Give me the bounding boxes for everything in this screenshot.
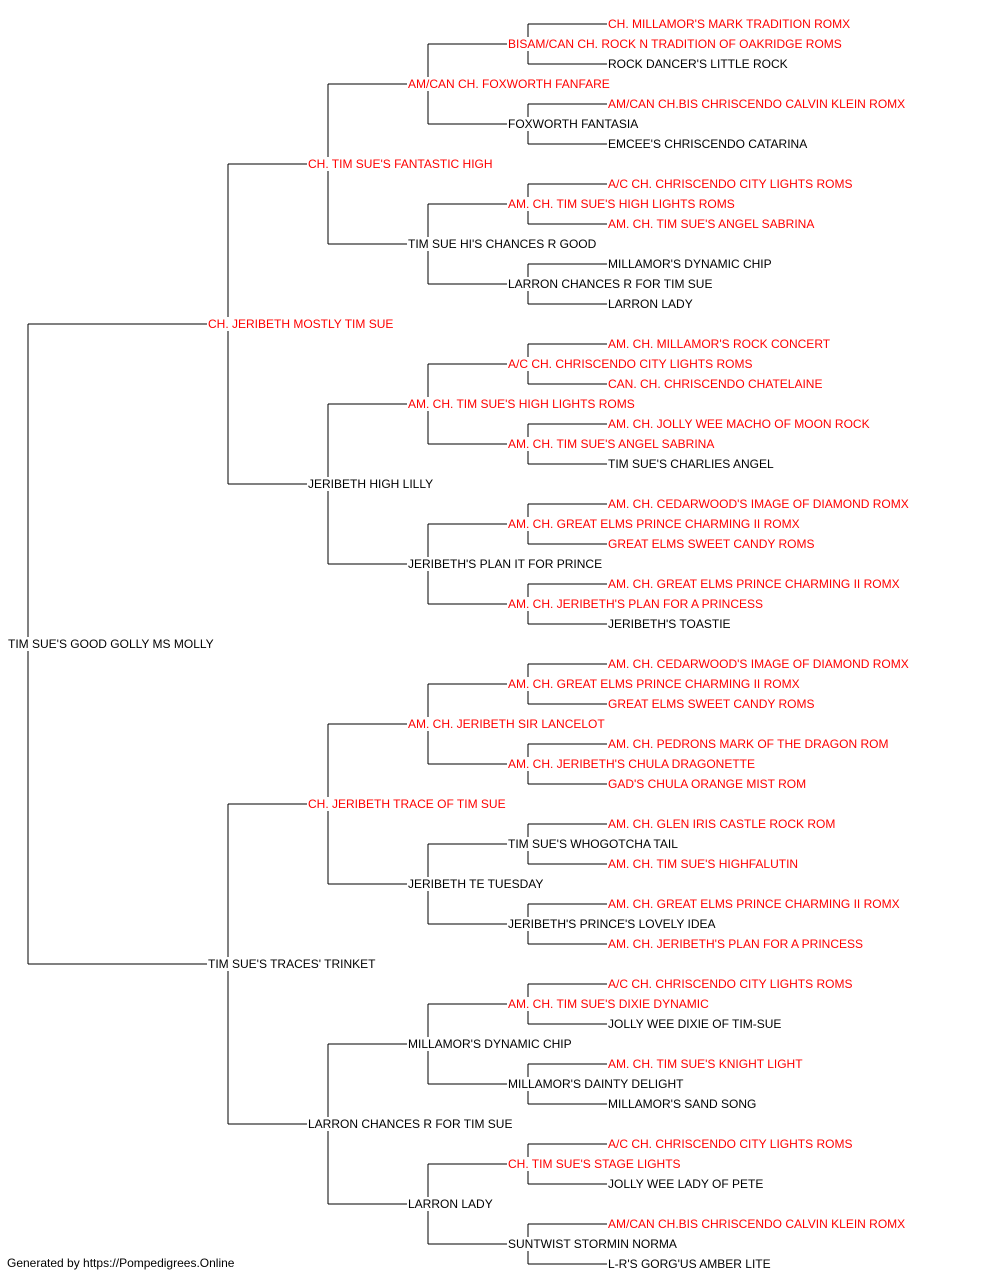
ancestor-name-gen4: SUNTWIST STORMIN NORMA [507,1237,678,1251]
ancestor-name-gen5: GAD'S CHULA ORANGE MIST ROM [607,777,808,791]
ancestor-name-gen5: AM/CAN CH.BIS CHRISCENDO CALVIN KLEIN RO… [607,1217,907,1231]
ancestor-name-gen3: LARRON LADY [407,1197,494,1211]
ancestor-name-gen4: AM. CH. JERIBETH'S PLAN FOR A PRINCESS [507,597,765,611]
ancestor-name-gen3: TIM SUE HI'S CHANCES R GOOD [407,237,598,251]
ancestor-name-gen4: A/C CH. CHRISCENDO CITY LIGHTS ROMS [507,357,754,371]
ancestor-name-gen4: LARRON CHANCES R FOR TIM SUE [507,277,714,291]
ancestor-name-gen5: AM. CH. GREAT ELMS PRINCE CHARMING II RO… [607,577,901,591]
ancestor-name-gen4: AM. CH. TIM SUE'S DIXIE DYNAMIC [507,997,710,1011]
ancestor-name-gen5: A/C CH. CHRISCENDO CITY LIGHTS ROMS [607,177,854,191]
ancestor-name-gen4: TIM SUE'S WHOGOTCHA TAIL [507,837,679,851]
ancestor-name-gen5: LARRON LADY [607,297,694,311]
ancestor-name-gen4: BISAM/CAN CH. ROCK N TRADITION OF OAKRID… [507,37,843,51]
ancestor-name-gen4: AM. CH. GREAT ELMS PRINCE CHARMING II RO… [507,677,801,691]
ancestor-name-gen5: AM. CH. MILLAMOR'S ROCK CONCERT [607,337,832,351]
ancestor-name-gen5: AM. CH. GREAT ELMS PRINCE CHARMING II RO… [607,897,901,911]
ancestor-name-gen5: AM. CH. TIM SUE'S HIGHFALUTIN [607,857,800,871]
ancestor-name-gen5: MILLAMOR'S DYNAMIC CHIP [607,257,773,271]
ancestor-name-gen4: AM. CH. TIM SUE'S ANGEL SABRINA [507,437,716,451]
ancestor-name-gen5: TIM SUE'S CHARLIES ANGEL [607,457,775,471]
ancestor-name-gen4: MILLAMOR'S DAINTY DELIGHT [507,1077,685,1091]
ancestor-name-gen5: EMCEE'S CHRISCENDO CATARINA [607,137,809,151]
ancestor-name-gen2: JERIBETH HIGH LILLY [307,477,435,491]
ancestor-name-gen5: CAN. CH. CHRISCENDO CHATELAINE [607,377,824,391]
ancestor-name-gen5: GREAT ELMS SWEET CANDY ROMS [607,697,816,711]
ancestor-name-gen3: JERIBETH'S PLAN IT FOR PRINCE [407,557,604,571]
ancestor-name-gen3: AM/CAN CH. FOXWORTH FANFARE [407,77,611,91]
ancestor-name-gen2: CH. TIM SUE'S FANTASTIC HIGH [307,157,494,171]
ancestor-name-gen5: AM. CH. PEDRONS MARK OF THE DRAGON ROM [607,737,890,751]
ancestor-name-gen5: A/C CH. CHRISCENDO CITY LIGHTS ROMS [607,1137,854,1151]
ancestor-name-gen5: AM. CH. TIM SUE'S ANGEL SABRINA [607,217,816,231]
ancestor-name-gen4: AM. CH. TIM SUE'S HIGH LIGHTS ROMS [507,197,736,211]
footer-credit: Generated by https://Pompedigrees.Online [7,1256,235,1270]
ancestor-name-gen5: AM. CH. CEDARWOOD'S IMAGE OF DIAMOND ROM… [607,657,910,671]
ancestor-name-gen4: CH. TIM SUE'S STAGE LIGHTS [507,1157,682,1171]
ancestor-name-gen4: AM. CH. JERIBETH'S CHULA DRAGONETTE [507,757,756,771]
ancestor-name-gen5: GREAT ELMS SWEET CANDY ROMS [607,537,816,551]
ancestor-name-gen4: JERIBETH'S PRINCE'S LOVELY IDEA [507,917,717,931]
subject-dog-name: TIM SUE'S GOOD GOLLY MS MOLLY [7,637,215,651]
ancestor-name-gen4: AM. CH. GREAT ELMS PRINCE CHARMING II RO… [507,517,801,531]
ancestor-name-gen2: CH. JERIBETH TRACE OF TIM SUE [307,797,507,811]
ancestor-name-gen5: AM. CH. JOLLY WEE MACHO OF MOON ROCK [607,417,871,431]
ancestor-name-gen5: JOLLY WEE DIXIE OF TIM-SUE [607,1017,783,1031]
ancestor-name-gen5: JOLLY WEE LADY OF PETE [607,1177,765,1191]
ancestor-name-gen5: ROCK DANCER'S LITTLE ROCK [607,57,789,71]
ancestor-name-gen3: JERIBETH TE TUESDAY [407,877,545,891]
ancestor-name-gen5: AM. CH. JERIBETH'S PLAN FOR A PRINCESS [607,937,865,951]
ancestor-name-gen3: AM. CH. TIM SUE'S HIGH LIGHTS ROMS [407,397,636,411]
ancestor-name-gen2: LARRON CHANCES R FOR TIM SUE [307,1117,514,1131]
ancestor-name-gen5: AM. CH. GLEN IRIS CASTLE ROCK ROM [607,817,837,831]
ancestor-name-gen1: CH. JERIBETH MOSTLY TIM SUE [207,317,395,331]
ancestor-name-gen5: AM. CH. CEDARWOOD'S IMAGE OF DIAMOND ROM… [607,497,910,511]
ancestor-name-gen4: FOXWORTH FANTASIA [507,117,640,131]
ancestor-name-gen5: A/C CH. CHRISCENDO CITY LIGHTS ROMS [607,977,854,991]
ancestor-name-gen3: MILLAMOR'S DYNAMIC CHIP [407,1037,573,1051]
ancestor-name-gen1: TIM SUE'S TRACES' TRINKET [207,957,377,971]
ancestor-name-gen5: L-R'S GORG'US AMBER LITE [607,1257,772,1271]
ancestor-name-gen5: MILLAMOR'S SAND SONG [607,1097,758,1111]
ancestor-name-gen3: AM. CH. JERIBETH SIR LANCELOT [407,717,606,731]
ancestor-name-gen5: AM/CAN CH.BIS CHRISCENDO CALVIN KLEIN RO… [607,97,907,111]
ancestor-name-gen5: CH. MILLAMOR'S MARK TRADITION ROMX [607,17,852,31]
ancestor-name-gen5: AM. CH. TIM SUE'S KNIGHT LIGHT [607,1057,804,1071]
ancestor-name-gen5: JERIBETH'S TOASTIE [607,617,732,631]
